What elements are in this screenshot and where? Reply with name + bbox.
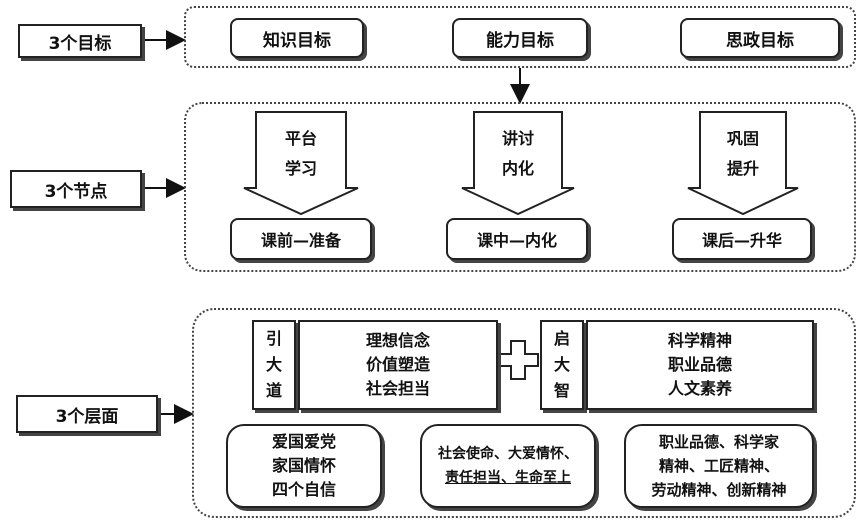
node-2-top: 讲讨 内化 xyxy=(474,124,562,184)
right-header-lines: 科学精神 职业品德 人文素养 xyxy=(586,320,814,410)
node-3-top: 巩固 提升 xyxy=(700,124,786,184)
level-box-2-line-2: 责任担当、生命至上 xyxy=(445,470,571,486)
goal-box-knowledge: 知识目标 xyxy=(230,18,364,58)
goals-container xyxy=(184,6,856,68)
level-box-1-line-2: 家国情怀 xyxy=(271,456,336,475)
node-2-top-line2: 内化 xyxy=(501,159,534,178)
right-header-line-2: 职业品德 xyxy=(667,355,732,374)
right-header-char-1: 启 xyxy=(553,329,570,348)
left-header-char-1: 引 xyxy=(265,329,282,348)
node-3-top-line1: 巩固 xyxy=(726,129,759,148)
level-box-social-mission: 社会使命、大爱情怀、 责任担当、生命至上 xyxy=(420,424,596,508)
left-header-char-3: 道 xyxy=(265,381,282,400)
node-arrow-shape-1 xyxy=(243,111,359,216)
level-box-1-line-1: 爱国爱党 xyxy=(271,432,336,451)
node-3-bottom: 课后—升华 xyxy=(672,218,812,260)
goal-box-ability: 能力目标 xyxy=(452,18,588,58)
level-box-3-line-2: 精神、工匠精神、 xyxy=(658,457,779,475)
level-box-patriotism: 爱国爱党 家国情怀 四个自信 xyxy=(226,424,382,508)
left-header-lines: 理想信念 价值塑造 社会担当 xyxy=(298,320,498,410)
node-2-top-line1: 讲讨 xyxy=(501,129,534,148)
right-header-char-3: 智 xyxy=(553,381,570,400)
node-1-top-line2: 学习 xyxy=(284,159,317,178)
level-box-2-line-1: 社会使命、大爱情怀、 xyxy=(438,446,578,462)
level-box-3-line-3: 劳动精神、创新精神 xyxy=(651,481,787,499)
levels-label: 3个层面 xyxy=(16,395,158,433)
nodes-container xyxy=(184,102,856,272)
goal-box-ideological: 思政目标 xyxy=(680,18,840,58)
node-3-top-line2: 提升 xyxy=(726,159,759,178)
level-box-professional-ethics: 职业品德、科学家 精神、工匠精神、 劳动精神、创新精神 xyxy=(624,424,814,508)
right-header-char-2: 大 xyxy=(553,355,570,374)
node-arrow-shape-3 xyxy=(687,111,799,216)
level-box-1-line-3: 四个自信 xyxy=(271,480,336,499)
node-1-bottom: 课前—准备 xyxy=(230,218,372,260)
left-header-line-2: 价值塑造 xyxy=(365,355,430,374)
left-header-chars: 引 大 道 xyxy=(252,320,296,410)
goals-label: 3个目标 xyxy=(18,24,142,58)
plus-icon xyxy=(497,340,539,380)
node-1-top: 平台 学习 xyxy=(256,124,346,184)
right-header-line-1: 科学精神 xyxy=(667,331,732,350)
node-1-top-line1: 平台 xyxy=(284,129,317,148)
node-2-bottom: 课中—内化 xyxy=(446,218,588,260)
level-box-3-line-1: 职业品德、科学家 xyxy=(658,433,779,451)
right-header-line-3: 人文素养 xyxy=(667,379,732,398)
levels-container xyxy=(192,308,856,518)
node-arrow-shape-2 xyxy=(461,111,575,216)
left-header-line-1: 理想信念 xyxy=(365,331,430,350)
left-header-char-2: 大 xyxy=(265,355,282,374)
nodes-label: 3个节点 xyxy=(10,170,142,208)
right-header-chars: 启 大 智 xyxy=(540,320,584,410)
left-header-line-3: 社会担当 xyxy=(365,379,430,398)
